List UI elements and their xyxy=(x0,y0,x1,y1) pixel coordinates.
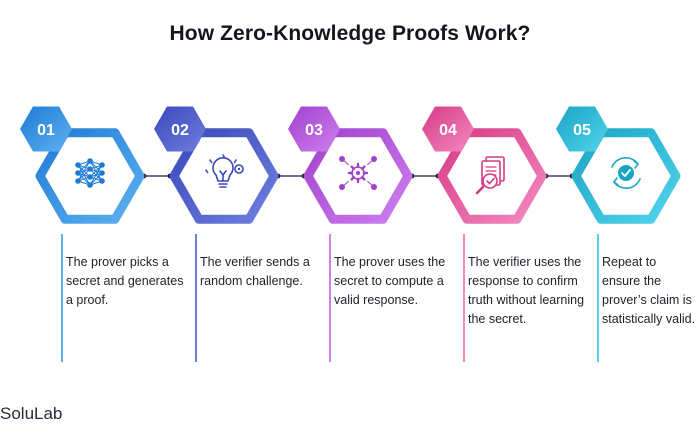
gear-network-icon xyxy=(339,156,377,190)
step-hexagon-2 xyxy=(169,128,279,224)
lightbulb-gear-icon xyxy=(205,154,244,188)
brand-logo-text: SoluLab xyxy=(0,404,63,423)
step-description-5: Repeat to ensure the prover’s claim is s… xyxy=(602,255,696,326)
step-description-4: The verifier uses the response to confir… xyxy=(468,255,585,326)
step-description-2: The verifier sends a random challenge. xyxy=(200,255,310,288)
step-number-4: 04 xyxy=(439,122,457,139)
step-number-badge-2 xyxy=(154,106,206,152)
step-number-3: 03 xyxy=(305,122,323,139)
step-number-badge-3 xyxy=(288,106,340,152)
step-description-1: The prover picks a secret and generates … xyxy=(66,255,184,307)
document-search-icon xyxy=(475,156,505,195)
step-divider-3 xyxy=(329,234,331,362)
step-number-2: 02 xyxy=(171,122,189,139)
step-hexagon-3 xyxy=(303,128,413,224)
step-number-5: 05 xyxy=(573,122,591,139)
page-title: How Zero-Knowledge Proofs Work? xyxy=(169,22,531,45)
neural-network-icon xyxy=(75,158,105,188)
step-divider-4 xyxy=(463,234,465,362)
step-divider-5 xyxy=(597,234,599,362)
step-divider-1 xyxy=(61,234,63,362)
step-divider-2 xyxy=(195,234,197,362)
cycle-check-icon xyxy=(611,157,641,189)
step-number-1: 01 xyxy=(37,122,55,139)
step-number-badge-5 xyxy=(556,106,608,152)
step-number-badge-1 xyxy=(20,106,72,152)
step-description-3: The prover uses the secret to compute a … xyxy=(334,255,446,307)
step-number-badge-4 xyxy=(422,106,474,152)
